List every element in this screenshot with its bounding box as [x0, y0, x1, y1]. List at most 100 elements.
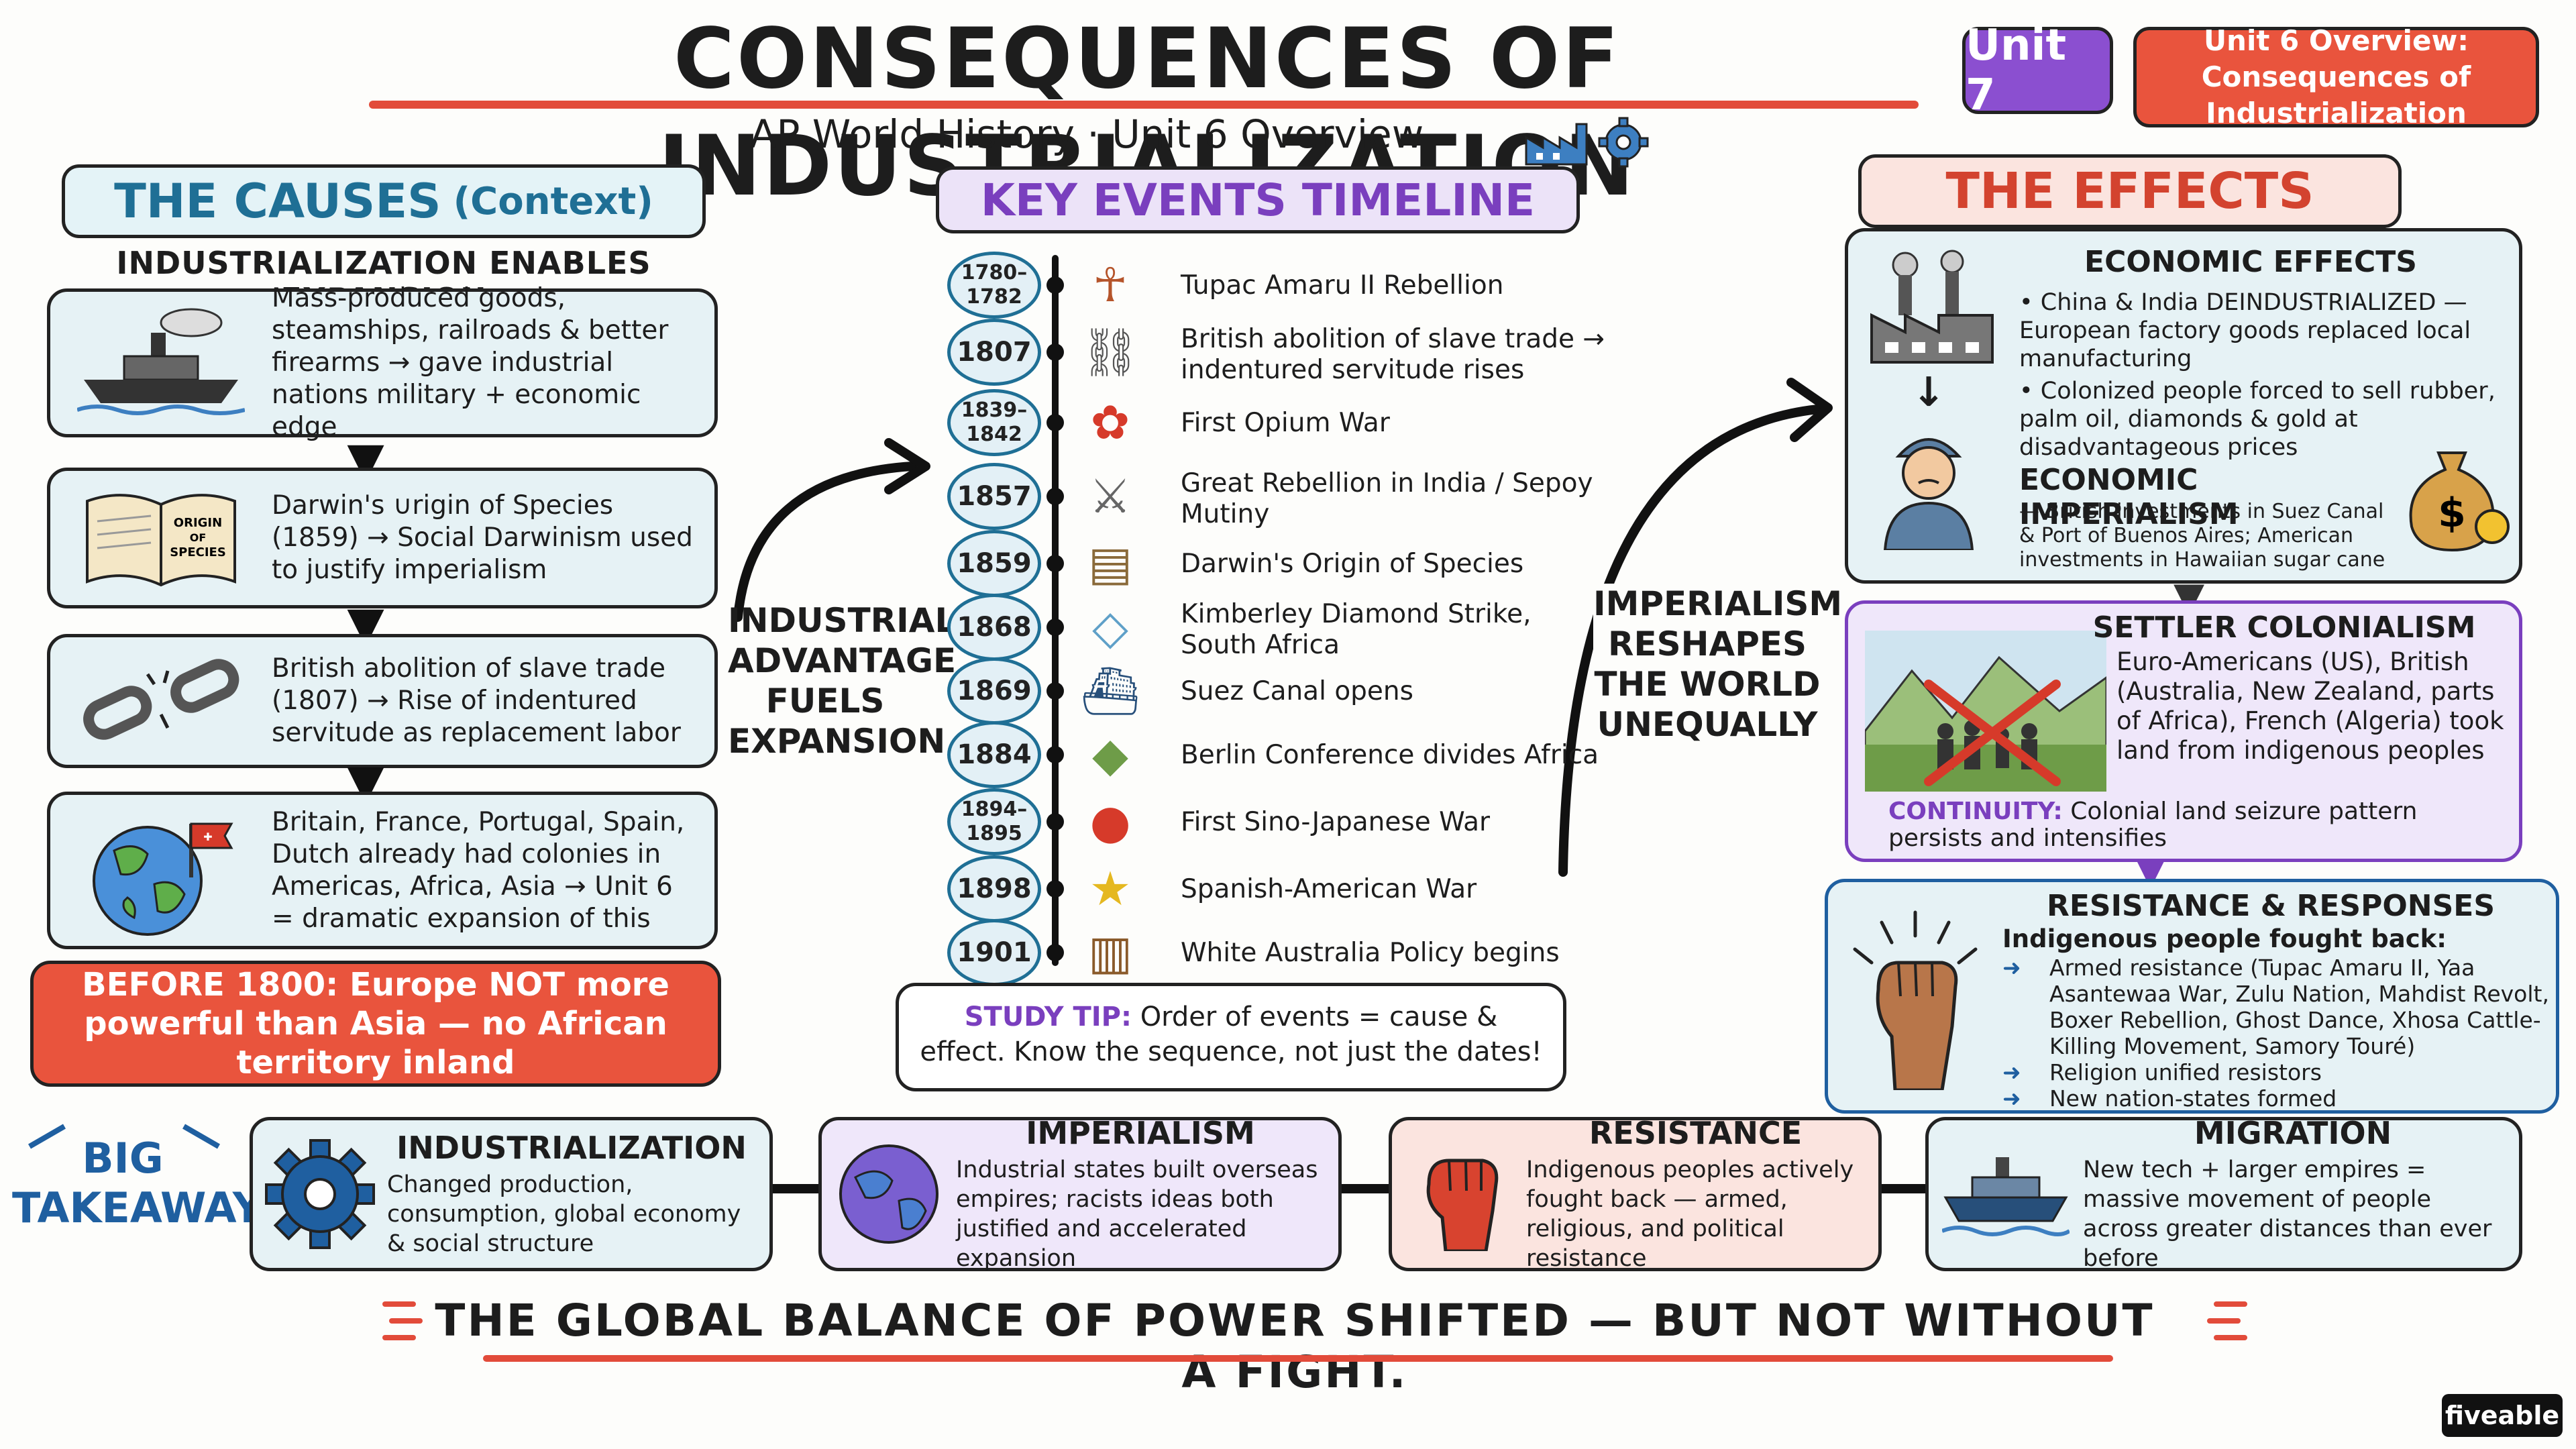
land-seizure-icon: [1865, 631, 2106, 792]
timeline-date: 1868: [947, 594, 1041, 661]
overview-badge: Unit 6 Overview: Consequences of Industr…: [2133, 24, 2539, 129]
settler-colonialism-box: SETTLER COLONIALISM Euro-Americans (US),…: [1845, 600, 2522, 862]
economic-imperialism-title: ECONOMIC IMPERIALISM: [2019, 463, 2239, 531]
continuity-label: CONTINUITY:: [1888, 798, 2063, 825]
study-tip-text: Order of events = cause & effect. Know t…: [920, 1002, 1542, 1067]
continuity-note: CONTINUITY: Colonial land seizure patter…: [1888, 798, 2492, 852]
ship-icon: ⛴: [1080, 663, 1140, 718]
broken-chain-icon: [50, 637, 272, 765]
continuity-text: Colonial land seizure pattern persists a…: [1888, 798, 2418, 852]
arrow-right-icon: ➜: [2002, 955, 2021, 981]
unit-badge: Unit 7: [1962, 21, 2113, 120]
economic-bullet: • China & India DEINDUSTRIALIZED — Europ…: [2019, 289, 2471, 372]
economic-bullet: • Colonized people forced to sell rubber…: [2019, 378, 2496, 461]
cause-card-technology: Mass-produced goods, steamships, railroa…: [47, 283, 718, 442]
title-underline: [369, 101, 1919, 109]
cause-card-darwin: ORIGIN OF SPECIES Darwin's ∪rigin of Spe…: [47, 468, 718, 608]
causes-header: THE CAUSES (Context): [62, 164, 706, 238]
bottom-underline: [483, 1355, 2113, 1362]
emphasis-mark: [389, 1318, 423, 1324]
study-tip-label: STUDY TIP:: [964, 1002, 1132, 1032]
cause-card-abolition: British abolition of slave trade (1807) …: [47, 634, 718, 768]
raised-fist-icon: [1853, 910, 1978, 1090]
resistance-item-text: New nation-states formed: [2049, 1085, 2337, 1112]
timeline-dot: [1046, 414, 1064, 431]
factory-gear-icon: [1525, 117, 1649, 168]
big-takeaways-line2: TAKEAWAYS: [12, 1183, 293, 1232]
timeline-date: 1884: [947, 721, 1041, 788]
ship-icon: [1929, 1144, 2083, 1244]
economic-effects-title: ECONOMIC EFFECTS: [2084, 245, 2417, 279]
page-subtitle: AP World History · Unit 6 Overview: [671, 107, 1503, 161]
overview-badge-line1: Unit 6 Overview:: [2203, 24, 2469, 57]
timeline-dot: [1046, 276, 1064, 294]
takeaway-card-resistance: RESISTANCE Indigenous peoples actively f…: [1389, 1115, 1882, 1272]
cause-card-text: Britain, France, Portugal, Spain, Dutch …: [272, 806, 685, 934]
svg-text:OF: OF: [190, 531, 207, 544]
timeline-dot: [1046, 619, 1064, 636]
globe-icon: [822, 1137, 956, 1251]
timeline-header: KEY EVENTS TIMELINE: [936, 166, 1580, 233]
industrial-advantage-label: INDUSTRIAL ADVANTAGE FUELS EXPANSION: [728, 601, 957, 761]
emphasis-mark: [382, 1335, 416, 1340]
timeline-date: 1839–1842: [947, 389, 1041, 456]
open-book-icon: ▤: [1087, 536, 1133, 591]
takeaway-card-migration: MIGRATION New tech + larger empires = ma…: [1925, 1115, 2522, 1272]
emphasis-mark: [2214, 1301, 2247, 1307]
africa-map-icon: ◆: [1092, 727, 1128, 782]
curved-arrow-icon: [733, 438, 930, 622]
timeline-dot: [1046, 944, 1064, 961]
before-1800-callout: BEFORE 1800: Europe NOT more powerful th…: [30, 961, 721, 1087]
down-arrow-icon: ↓: [1912, 369, 1946, 416]
timeline-dot: [1046, 880, 1064, 898]
factory-icon: [1870, 250, 1994, 364]
globe-icon: ✚: [50, 795, 272, 946]
takeaway-text: Changed production, consumption, global …: [387, 1171, 741, 1257]
takeaway-connector: [1878, 1184, 1932, 1193]
timeline-event: Suez Canal opens: [1181, 676, 1413, 706]
timeline-event: Berlin Conference divides Africa: [1181, 740, 1599, 770]
overview-badge-line2: Consequences of Industrialization: [2201, 60, 2471, 129]
timeline-date: 1894–1895: [947, 788, 1041, 855]
takeaway-title: RESISTANCE: [1589, 1115, 1803, 1151]
diamond-icon: ◇: [1092, 600, 1128, 655]
timeline-dot: [1046, 746, 1064, 763]
money-bag-icon: $: [2409, 451, 2510, 552]
takeaway-card-industrialization: INDUSTRIALIZATION Changed production, co…: [250, 1117, 773, 1271]
gate-icon: ▥: [1087, 925, 1133, 980]
emphasis-mark: [2214, 1335, 2247, 1340]
big-takeaways-label: BIG TAKEAWAYS: [12, 1134, 293, 1233]
timeline-dot: [1046, 555, 1064, 572]
poppy-flower-icon: ✿: [1090, 395, 1130, 450]
resistance-responses-box: RESISTANCE & RESPONSES Indigenous people…: [1825, 879, 2559, 1114]
imperialism-reshapes-label: IMPERIALISM RESHAPES THE WORLD UNEQUALLY: [1593, 584, 1843, 745]
timeline-dot: [1046, 682, 1064, 700]
timeline-dot: [1046, 813, 1064, 830]
cause-card-text: Darwin's ∪rigin of Species (1859) → Soci…: [272, 490, 693, 585]
raised-fist-icon: [1392, 1137, 1526, 1251]
timeline-date: 1898: [947, 855, 1041, 922]
effects-header: THE EFFECTS: [1858, 154, 2402, 228]
big-takeaways-line1: BIG: [82, 1134, 164, 1183]
indigenous-warrior-icon: ☥: [1092, 258, 1128, 313]
resistance-item: ➜ New nation-states formed: [2002, 1085, 2553, 1112]
curved-arrow-icon: [1558, 378, 1833, 877]
arrow-right-icon: ➜: [2002, 1085, 2021, 1112]
cause-card-text: British abolition of slave trade (1807) …: [272, 653, 681, 748]
timeline-dot: [1046, 488, 1064, 505]
takeaway-text: Indigenous peoples actively fought back …: [1526, 1157, 1854, 1272]
timeline-event: Darwin's Origin of Species: [1181, 549, 1524, 579]
book-icon: ORIGIN OF SPECIES: [50, 471, 272, 605]
subtitle-text: AP World History · Unit 6 Overview: [749, 111, 1424, 157]
timeline-date: 1807: [947, 319, 1041, 386]
timeline-event: British abolition of slave trade → inden…: [1181, 324, 1605, 385]
takeaway-connector: [771, 1184, 825, 1193]
settler-title: SETTLER COLONIALISM: [2092, 610, 2476, 645]
takeaway-text: New tech + larger empires = massive move…: [2083, 1157, 2492, 1272]
japan-flag-icon: ●: [1089, 794, 1131, 849]
takeaway-connector: [1342, 1184, 1395, 1193]
economic-effects-box: ↓ ECONOMIC EFFECTS • China & India DEIND…: [1845, 228, 2522, 584]
resistance-item: ➜Armed resistance (Tupac Amaru II, Yaa A…: [2002, 955, 2553, 1059]
study-tip-bubble: STUDY TIP: Order of events = cause & eff…: [896, 983, 1566, 1091]
timeline-date: 1901: [947, 919, 1041, 986]
